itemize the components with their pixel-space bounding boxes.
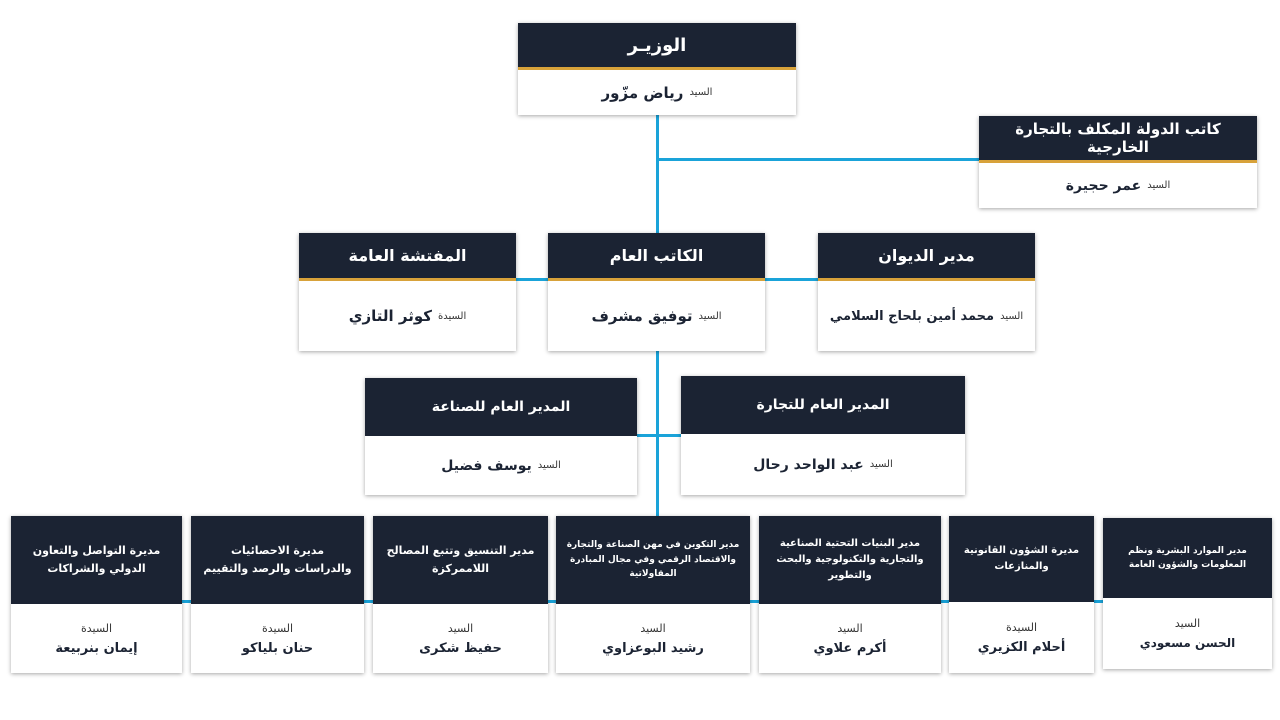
- person-name: إيمان بنربيعة: [55, 640, 138, 656]
- person-title: السيد: [837, 621, 863, 635]
- state-secretary-box: كاتب الدولة المكلف بالتجارة الخارجية الس…: [979, 116, 1257, 208]
- box-header: المدير العام للصناعة: [365, 378, 637, 436]
- connector-line: [656, 158, 980, 161]
- person-name: حنان بلياكو: [241, 640, 314, 656]
- dg-industry-box: المدير العام للصناعة السيد يوسف فضيل: [365, 378, 637, 495]
- person-name: توفيق مشرف: [591, 307, 693, 325]
- person-title: السيد: [640, 621, 666, 635]
- box-body: السيد الحسن مسعودي: [1103, 598, 1272, 669]
- director-box: مدير الموارد البشرية ونظم المعلومات والش…: [1103, 518, 1272, 669]
- box-body: السيد رشيد البوعزاوي: [556, 604, 750, 673]
- director-role: مديرة التواصل والتعاون الدولي والشراكات: [32, 544, 161, 575]
- person-title: السيد: [689, 87, 713, 98]
- person-name: عمر حجيرة: [1065, 177, 1142, 194]
- director-role: مديرة الاحصائيات والدراسات والرصد والتقي…: [203, 544, 352, 575]
- person-title: السيدة: [1005, 620, 1038, 634]
- box-header: مديرة الاحصائيات والدراسات والرصد والتقي…: [191, 516, 364, 604]
- person-title: السيد: [869, 459, 893, 470]
- box-body: السيد عمر حجيرة: [979, 163, 1257, 208]
- person-name: يوسف فضيل: [441, 457, 532, 474]
- box-header: مدير البنيات التحتية الصناعية والتجارية …: [759, 516, 941, 604]
- box-body: السيد توفيق مشرف: [548, 281, 765, 351]
- state-secretary-role: كاتب الدولة المكلف بالتجارة الخارجية: [1015, 120, 1221, 156]
- dg-industry-role: المدير العام للصناعة: [431, 399, 571, 415]
- minister-box: الوزيـر السيد رياض مزّور: [518, 23, 796, 115]
- cabinet-director-box: مدير الديوان السيد محمد أمين بلحاج السلا…: [818, 233, 1035, 351]
- director-box: مديرة الشؤون القانونية والمنازعات السيدة…: [949, 516, 1094, 673]
- person-name: عبد الواحد رحال: [753, 456, 864, 473]
- inspector-box: المفتشة العامة السيدة كوثر التازي: [299, 233, 516, 351]
- person-name: الحسن مسعودي: [1139, 636, 1236, 650]
- box-header: مدير الديوان: [818, 233, 1035, 281]
- box-body: السيدة أحلام الكزيري: [949, 602, 1094, 673]
- director-box: مديرة التواصل والتعاون الدولي والشراكات …: [11, 516, 182, 673]
- minister-role: الوزيـر: [627, 34, 687, 56]
- box-header: مديرة الشؤون القانونية والمنازعات: [949, 516, 1094, 602]
- box-header: المفتشة العامة: [299, 233, 516, 281]
- person-name: حفيظ شكرى: [419, 640, 502, 656]
- person-title: السيد: [698, 310, 722, 322]
- director-role: مدير الموارد البشرية ونظم المعلومات والش…: [1128, 545, 1247, 570]
- box-body: السيد عبد الواحد رحال: [681, 434, 965, 495]
- director-box: مدير البنيات التحتية الصناعية والتجارية …: [759, 516, 941, 673]
- person-name: أكرم علاوي: [813, 640, 887, 656]
- director-role: مدير التكوين في مهن الصناعة والتجارة وال…: [566, 540, 740, 580]
- person-title: السيد: [1000, 310, 1024, 322]
- box-header: الكاتب العام: [548, 233, 765, 281]
- person-title: السيد: [1147, 180, 1171, 191]
- dg-trade-role: المدير العام للتجارة: [756, 397, 890, 413]
- director-role: مدير التنسيق وتتبع المصالح اللاممركزة: [386, 544, 535, 575]
- box-body: السيد حفيظ شكرى: [373, 604, 548, 673]
- connector-line: [636, 434, 682, 437]
- dg-trade-box: المدير العام للتجارة السيد عبد الواحد رح…: [681, 376, 965, 495]
- box-body: السيدة حنان بلياكو: [191, 604, 364, 673]
- person-title: السيدة: [261, 621, 294, 635]
- box-body: السيدة إيمان بنربيعة: [11, 604, 182, 673]
- person-name: رشيد البوعزاوي: [602, 640, 704, 656]
- box-header: مدير التنسيق وتتبع المصالح اللاممركزة: [373, 516, 548, 604]
- box-body: السيد محمد أمين بلحاج السلامي: [818, 281, 1035, 351]
- box-body: السيد يوسف فضيل: [365, 436, 637, 495]
- box-header: مدير التكوين في مهن الصناعة والتجارة وال…: [556, 516, 750, 604]
- inspector-role: المفتشة العامة: [348, 246, 467, 265]
- box-header: مديرة التواصل والتعاون الدولي والشراكات: [11, 516, 182, 604]
- director-role: مديرة الشؤون القانونية والمنازعات: [963, 545, 1080, 572]
- box-body: السيد أكرم علاوي: [759, 604, 941, 673]
- person-name: كوثر التازي: [348, 307, 432, 325]
- person-title: السيدة: [437, 310, 467, 322]
- director-box: مدير التنسيق وتتبع المصالح اللاممركزة ال…: [373, 516, 548, 673]
- director-box: مديرة الاحصائيات والدراسات والرصد والتقي…: [191, 516, 364, 673]
- cabinet-director-role: مدير الديوان: [878, 246, 975, 265]
- person-name: رياض مزّور: [601, 83, 684, 102]
- person-title: السيدة: [80, 621, 113, 635]
- director-role: مدير البنيات التحتية الصناعية والتجارية …: [776, 538, 924, 581]
- box-header: المدير العام للتجارة: [681, 376, 965, 434]
- person-title: السيد: [447, 621, 474, 635]
- box-header: كاتب الدولة المكلف بالتجارة الخارجية: [979, 116, 1257, 163]
- person-name: أحلام الكزيري: [977, 639, 1066, 655]
- box-header: مدير الموارد البشرية ونظم المعلومات والش…: [1103, 518, 1272, 598]
- box-body: السيدة كوثر التازي: [299, 281, 516, 351]
- person-title: السيد: [537, 460, 561, 471]
- secretary-general-role: الكاتب العام: [609, 246, 704, 265]
- person-title: السيد: [1174, 617, 1201, 630]
- director-box: مدير التكوين في مهن الصناعة والتجارة وال…: [556, 516, 750, 673]
- box-body: السيد رياض مزّور: [518, 70, 796, 115]
- person-name: محمد أمين بلحاج السلامي: [829, 308, 995, 324]
- secretary-general-box: الكاتب العام السيد توفيق مشرف: [548, 233, 765, 351]
- box-header: الوزيـر: [518, 23, 796, 70]
